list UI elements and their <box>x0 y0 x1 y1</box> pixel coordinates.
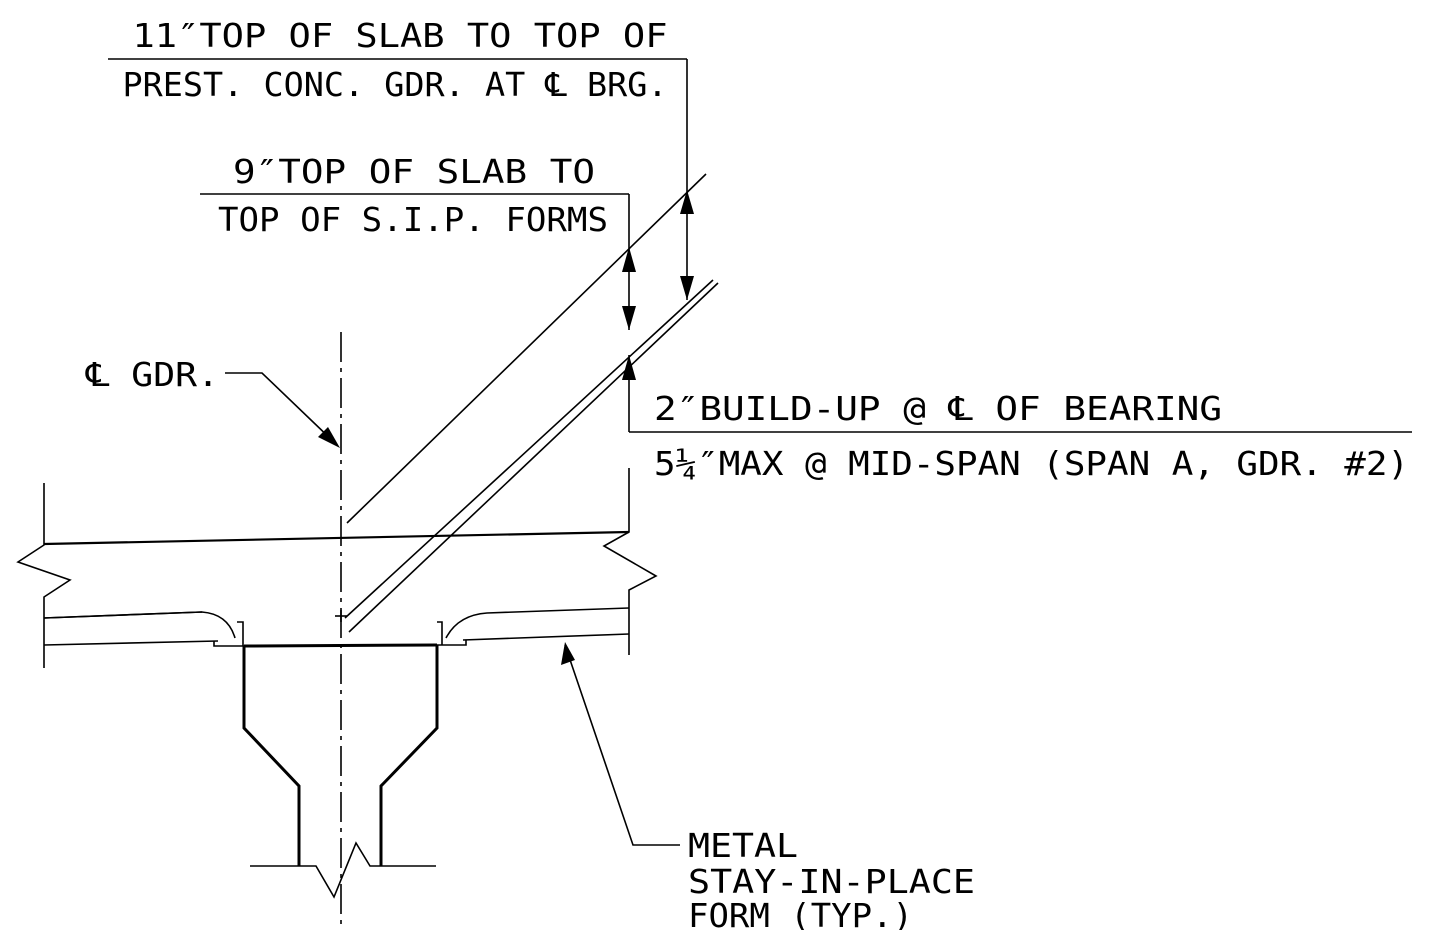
sip-form-note-line1: METAL <box>688 826 798 865</box>
sip-form-leader <box>561 642 680 846</box>
sip-form-note-line2: STAY-IN-PLACE <box>688 862 975 901</box>
slab-to-forms-dimension <box>200 193 636 330</box>
slab-to-girder-note-line1: 11″TOP OF SLAB TO TOP OF <box>133 16 668 55</box>
prestressed-girder <box>242 643 439 866</box>
girder-centerline-label: ℄ GDR. <box>85 355 219 394</box>
top-of-slab-line <box>43 530 630 546</box>
build-up-skew-line <box>344 279 714 619</box>
right-sip-form <box>437 607 630 646</box>
girder-centerline-leader <box>225 372 340 448</box>
slab-to-forms-note-line2: TOP OF S.I.P. FORMS <box>218 200 608 239</box>
left-sip-form <box>43 611 244 647</box>
slab-to-forms-note-line1: 9″TOP OF SLAB TO <box>233 152 595 191</box>
right-break-line <box>602 468 658 655</box>
build-up-note-line2: 5¼″MAX @ MID-SPAN (SPAN A, GDR. #2) <box>654 444 1409 483</box>
girder-break-line <box>250 841 436 899</box>
slab-top-skew-line <box>346 173 707 524</box>
form-top-skew-line <box>348 282 719 633</box>
slab-to-girder-note-line2: PREST. CONC. GDR. AT ℄ BRG. <box>123 65 668 104</box>
build-up-note-line1: 2″BUILD-UP @ ℄ OF BEARING <box>654 389 1222 428</box>
slab-to-girder-dimension <box>108 58 694 300</box>
sip-form-note-line3: FORM (TYP.) <box>688 896 913 930</box>
left-break-line <box>16 483 72 668</box>
build-up-dimension <box>622 355 1412 433</box>
